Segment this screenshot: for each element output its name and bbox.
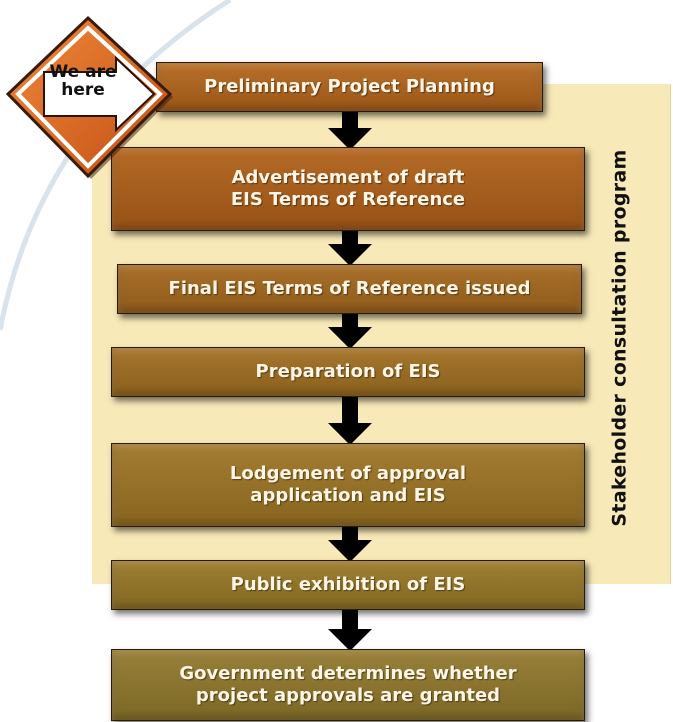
step-label: EIS Terms of Reference	[230, 189, 466, 210]
arrow-down-icon	[328, 312, 372, 349]
step-advertisement-draft-tor: Advertisement of draft EIS Terms of Refe…	[111, 147, 585, 231]
step-public-exhibition: Public exhibition of EIS	[111, 560, 585, 610]
step-lodgement: Lodgement of approval application and EI…	[111, 443, 585, 527]
step-preliminary-planning: Preliminary Project Planning	[156, 62, 543, 112]
step-label: application and EIS	[250, 485, 446, 506]
step-label: Preliminary Project Planning	[204, 76, 495, 98]
arrow-down-icon	[328, 524, 372, 562]
arrow-down-icon	[328, 228, 372, 266]
badge-line: We are	[49, 62, 117, 82]
we-are-here-label: We are here	[46, 62, 120, 100]
step-final-tor-issued: Final EIS Terms of Reference issued	[117, 264, 582, 314]
we-are-here-sign-icon	[5, 15, 173, 179]
arrow-down-icon	[328, 110, 372, 150]
arrow-down-icon	[328, 395, 372, 445]
step-government-determination: Government determines whether project ap…	[111, 649, 585, 721]
step-label: project approvals are granted	[195, 685, 501, 706]
step-label: Public exhibition of EIS	[230, 574, 466, 596]
step-label: Government determines whether	[179, 663, 517, 685]
step-label: Lodgement of approval	[229, 463, 467, 485]
step-label: Advertisement of draft	[231, 167, 465, 189]
step-label: Preparation of EIS	[255, 361, 441, 383]
badge-line: here	[61, 79, 105, 100]
step-label: Final EIS Terms of Reference issued	[168, 278, 531, 300]
side-label-text: Stakeholder consultation program	[609, 149, 632, 527]
arrow-down-icon	[328, 608, 372, 651]
side-label: Stakeholder consultation program	[598, 104, 642, 572]
step-preparation-eis: Preparation of EIS	[111, 347, 585, 397]
